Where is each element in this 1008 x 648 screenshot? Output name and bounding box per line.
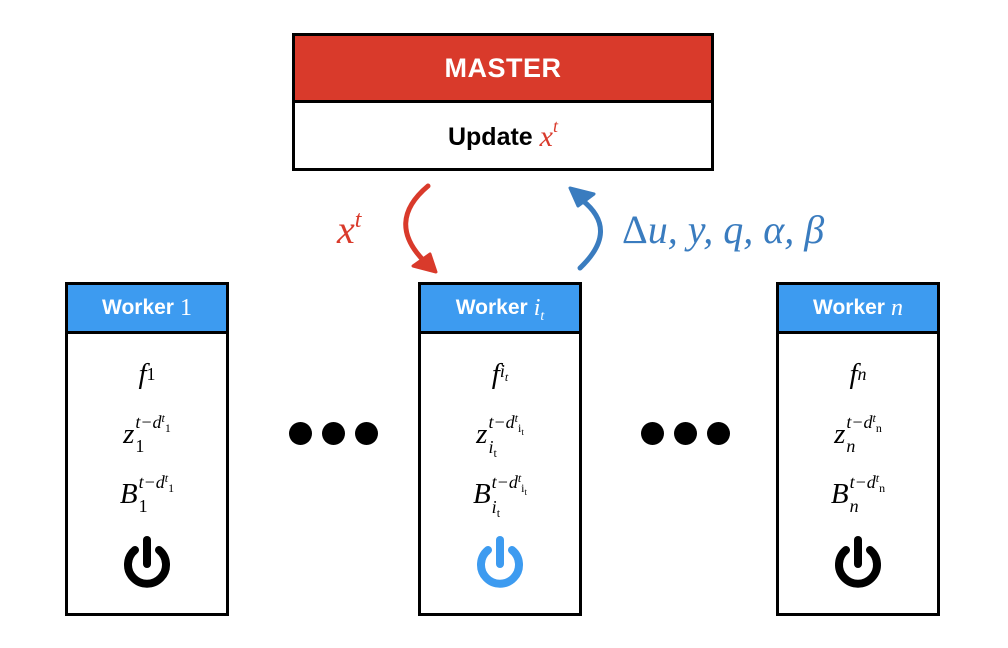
down-arrow-head xyxy=(411,252,438,274)
update-variable: xt xyxy=(539,116,559,153)
up-arrow-head xyxy=(568,186,596,208)
power-icon-active xyxy=(477,536,523,588)
power-icon xyxy=(124,536,170,588)
down-arrow-label: xt xyxy=(337,207,362,252)
down-arrow xyxy=(403,183,431,265)
ellipsis-right xyxy=(641,422,730,445)
update-label: Update xyxy=(447,122,533,151)
up-arrow-label: Δu, y, q, α, β xyxy=(622,207,825,252)
up-arrow xyxy=(577,197,603,271)
ellipsis-left xyxy=(289,422,378,445)
master-node: MASTER Update xt xyxy=(292,33,714,171)
master-header: MASTER xyxy=(295,36,711,103)
master-update-text: Update xt xyxy=(295,103,711,171)
power-icon xyxy=(835,536,881,588)
